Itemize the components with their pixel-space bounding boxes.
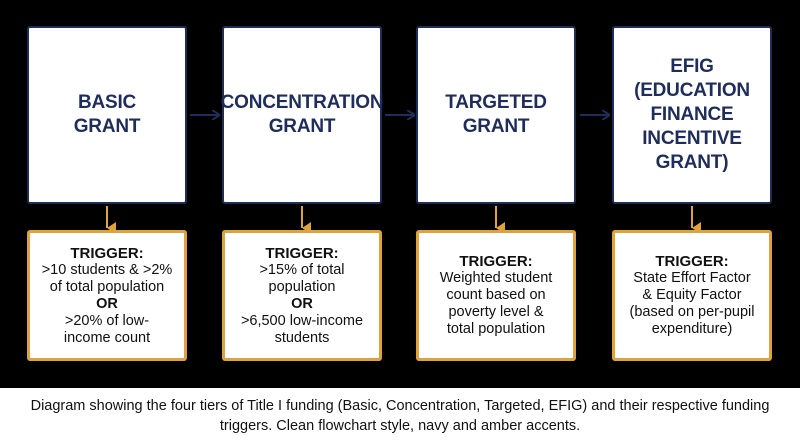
trigger-or: OR — [291, 295, 313, 312]
trigger-condition-1: State Effort Factor & Equity Factor (bas… — [629, 270, 755, 337]
diagram-caption: Diagram showing the four tiers of Title … — [30, 398, 770, 434]
grant-box-targeted: TARGETED GRANT — [416, 26, 576, 204]
flow-connectors — [106, 0, 701, 234]
trigger-condition-1: >15% of total population — [259, 261, 345, 295]
trigger-label: TRIGGER: — [265, 244, 339, 262]
grant-title-concentration: CONCENTRATION GRANT — [220, 92, 384, 137]
trigger-box-efig: TRIGGER: State Effort Factor & Equity Fa… — [612, 230, 772, 361]
grant-box-concentration: CONCENTRATION GRANT — [221, 26, 384, 204]
trigger-box-targeted: TRIGGER: Weighted student count based on… — [416, 230, 576, 361]
trigger-or: OR — [96, 295, 118, 312]
grant-title-basic: BASIC GRANT — [73, 92, 141, 137]
grant-box-efig: EFIG (EDUCATION FINANCE INCENTIVE GRANT) — [612, 26, 772, 204]
grant-title-targeted: TARGETED GRANT — [445, 92, 547, 137]
grant-title-efig: EFIG (EDUCATION FINANCE INCENTIVE GRANT) — [634, 56, 750, 173]
diagram-panel: BASIC GRANT CONCENTRATION GRANT TARGETED… — [0, 0, 800, 388]
trigger-label: TRIGGER: — [459, 253, 533, 270]
trigger-box-basic: TRIGGER: >10 students & >2% of total pop… — [27, 230, 187, 361]
trigger-condition-1: Weighted student count based on poverty … — [439, 270, 553, 337]
trigger-label: TRIGGER: — [70, 244, 144, 262]
grant-box-basic: BASIC GRANT — [27, 26, 187, 204]
trigger-label: TRIGGER: — [655, 253, 729, 270]
trigger-condition-1: >10 students & >2% of total population — [41, 261, 173, 295]
trigger-condition-2: >20% of low- income count — [63, 312, 151, 346]
trigger-box-concentration: TRIGGER: >15% of total population OR >6,… — [222, 230, 382, 361]
trigger-condition-2: >6,500 low-income students — [240, 312, 364, 346]
